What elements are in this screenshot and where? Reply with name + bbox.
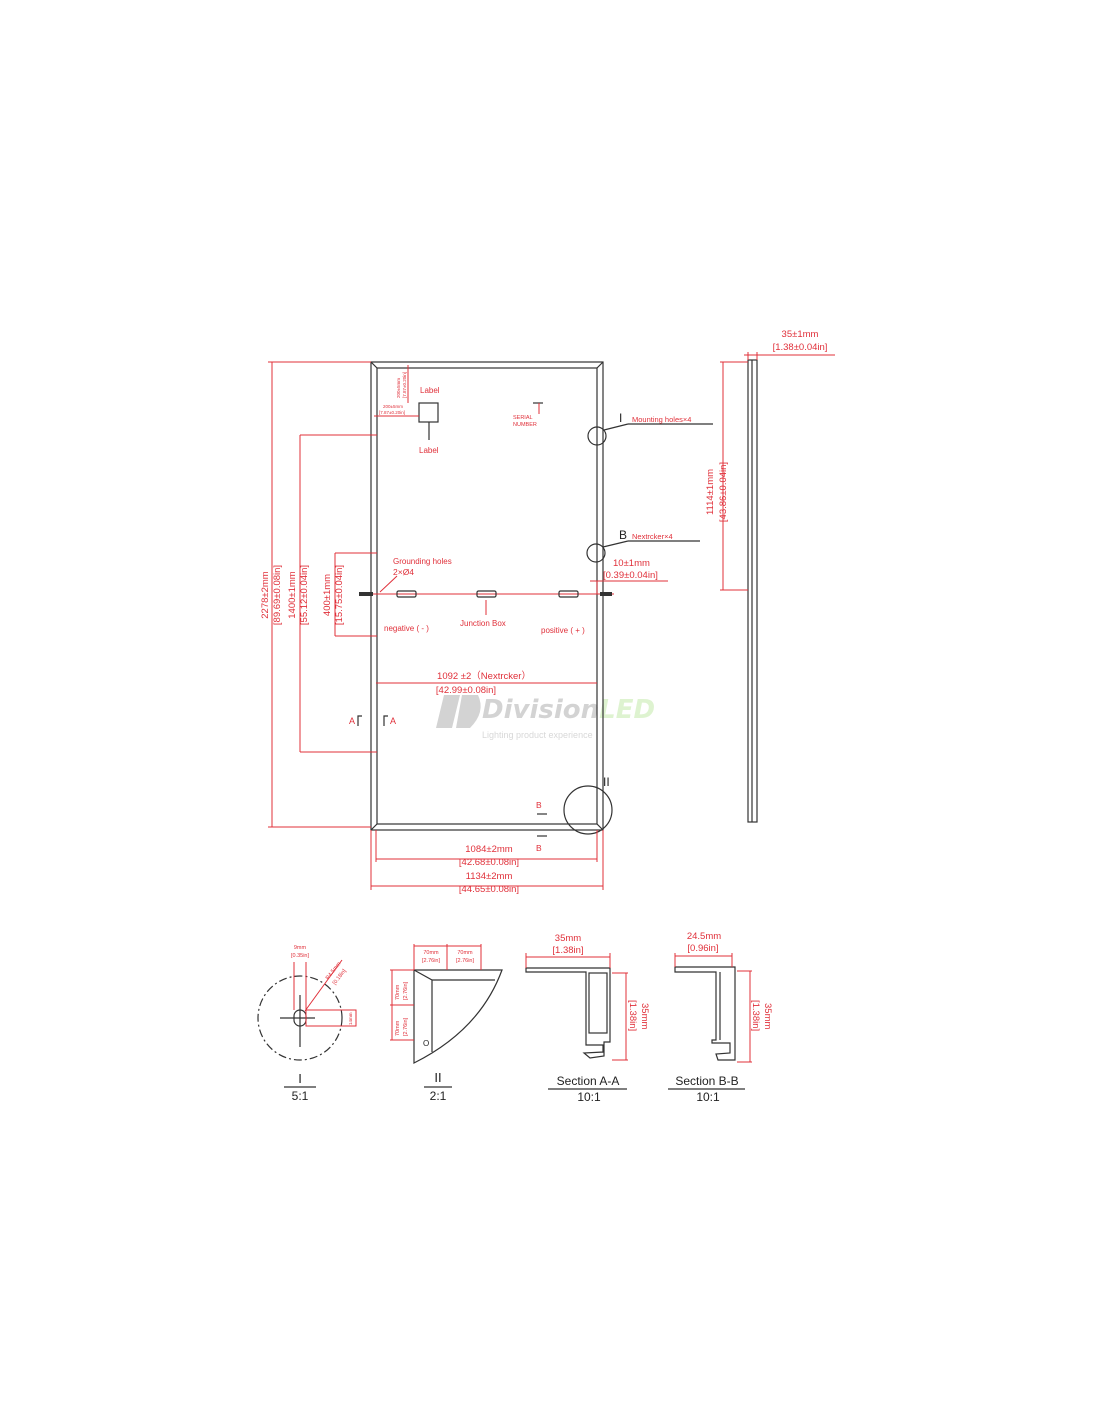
section-b-top: B	[536, 800, 542, 810]
junction-box-center	[476, 590, 497, 598]
detail-i-scale: 5:1	[292, 1089, 309, 1103]
section-bb-height: 35mm	[762, 1003, 773, 1029]
thickness-in: [1.38±0.04in]	[773, 342, 828, 353]
detail-ii-label: II	[434, 1070, 441, 1085]
junction-box-left	[396, 590, 417, 598]
outer-width-in: [44.65±0.08in]	[459, 884, 519, 895]
section-aa-height: 35mm	[639, 1003, 650, 1029]
nextracker-label: Nextrcker×4	[632, 532, 673, 541]
section-aa-height-in: [1.38in]	[627, 1000, 638, 1031]
h1: 70mm	[423, 950, 439, 956]
offset-in: [0.39±0.04in]	[603, 570, 658, 581]
label-dim-h-in: [7.87±0.20in]	[379, 410, 405, 415]
mounting-marker: I	[619, 411, 622, 425]
watermark-tagline: Lighting product experience	[482, 730, 593, 740]
mounting-holes-label: Mounting holes×4	[632, 415, 691, 424]
label-dim-h: 200±5mm	[383, 404, 403, 409]
mounting-hole-callout	[587, 426, 607, 446]
detail-ii: 70mm [2.76in] 70mm [2.76in] 70mm [2.76in…	[390, 944, 503, 1103]
label-top-text: Label	[420, 386, 440, 395]
section-bb-scale: 10:1	[696, 1090, 720, 1104]
serial-label: SERIAL	[513, 415, 533, 421]
negative-label: negative ( - )	[384, 624, 429, 633]
detail-i: 9mm [0.35in] R4.5mm [0.18in] 14mm I 5:1	[257, 945, 357, 1103]
v2: 70mm	[395, 1020, 401, 1036]
inner-width-in: [42.68±0.08in]	[459, 857, 519, 868]
nextracker-width-mm: 1092 ±2（Nextrcker）	[437, 670, 531, 682]
section-bb-width: 24.5mm	[687, 931, 721, 942]
nextracker-width-in: [42.99±0.08in]	[436, 685, 496, 696]
junction-box-right	[558, 590, 579, 598]
offset-mm: 10±1mm	[613, 558, 650, 569]
junction-box-label: Junction Box	[460, 619, 506, 628]
watermark-brand-led: LED	[599, 695, 655, 725]
height-in: [89.69±0.08in]	[272, 565, 283, 625]
watermark-wordmark: DivisionLED	[482, 695, 655, 725]
detail-ii-callout	[563, 785, 613, 835]
section-b-bottom: B	[536, 843, 542, 853]
section-bb: 24.5mm [0.96in] 35mm [1.38in] Section B-…	[668, 931, 773, 1104]
corner-outline	[413, 969, 503, 1064]
grounding-holes-label: Grounding holes	[393, 557, 452, 566]
front-view: Label Label 200±5mm [7.87±0.20in] 200±5m…	[260, 361, 713, 895]
section-bb-width-in: [0.96in]	[687, 943, 718, 954]
positive-connector	[600, 592, 612, 596]
section-a-right: A	[390, 716, 396, 726]
ground-spacing-in: [15.75±0.04in]	[334, 565, 345, 625]
section-aa-profile	[525, 967, 611, 1059]
label-bottom-text: Label	[419, 446, 439, 455]
section-aa-width: 35mm	[555, 933, 581, 944]
h2: 70mm	[457, 950, 473, 956]
section-bb-title: Section B-B	[675, 1074, 738, 1088]
grounding-holes-spec: 2×Ø4	[393, 567, 414, 577]
nextracker-height-in: [43.86±0.04in]	[718, 462, 729, 522]
hole-mark: O	[423, 1039, 429, 1048]
watermark-brand: Division	[482, 695, 599, 725]
section-a-left: A	[349, 716, 355, 726]
outer-width-mm: 1134±2mm	[466, 871, 513, 882]
detail-ii-marker: II	[603, 775, 610, 789]
nextracker-callout	[586, 543, 606, 563]
mount-spacing-in: [55.12±0.04in]	[299, 565, 310, 625]
v2-in: [2.76in]	[403, 1017, 409, 1036]
height-mm: 2278±2mm	[260, 571, 271, 619]
mount-spacing-mm: 1400±1mm	[287, 571, 298, 619]
ground-spacing-mm: 400±1mm	[322, 574, 333, 616]
nextracker-height-mm: 1114±1mm	[705, 469, 716, 515]
v1-in: [2.76in]	[403, 981, 409, 1000]
label-box	[418, 402, 439, 423]
detail-ii-scale: 2:1	[430, 1089, 447, 1103]
positive-label: positive ( + )	[541, 626, 585, 635]
section-aa: 35mm [1.38in] 35mm [1.38in] Section A-A …	[525, 933, 650, 1104]
thickness-mm: 35±1mm	[782, 329, 819, 340]
h2-in: [2.76in]	[456, 958, 475, 964]
detail-i-circle	[257, 975, 343, 1061]
negative-connector	[359, 592, 373, 596]
section-aa-title: Section A-A	[557, 1074, 620, 1088]
panel-outer-frame	[370, 361, 604, 831]
v1: 70mm	[395, 984, 401, 1000]
panel-inner-frame	[376, 367, 598, 825]
h1-in: [2.76in]	[422, 958, 441, 964]
watermark-logo-icon	[436, 695, 481, 728]
label-dim-v: 200±5mm	[396, 378, 401, 398]
detail-i-marker: I	[298, 1071, 302, 1086]
section-aa-scale: 10:1	[577, 1090, 601, 1104]
section-aa-width-in: [1.38in]	[552, 945, 583, 956]
watermark: DivisionLED Lighting product experience	[436, 695, 655, 740]
section-bb-height-in: [1.38in]	[750, 1000, 761, 1031]
section-bb-profile	[674, 966, 736, 1061]
serial-label-2: NUMBER	[513, 422, 537, 428]
inner-width-mm: 1084±2mm	[465, 844, 513, 855]
slot-width: 9mm	[294, 945, 307, 951]
slot-width-in: [0.35in]	[291, 953, 310, 959]
label-dim-v-in: [7.87±0.20in]	[402, 372, 407, 398]
slot-height: 14mm	[348, 1012, 353, 1025]
nextracker-marker: B	[619, 528, 627, 542]
side-view: 35±1mm [1.38±0.04in] 1114±1mm [43.86±0.0…	[705, 329, 835, 823]
